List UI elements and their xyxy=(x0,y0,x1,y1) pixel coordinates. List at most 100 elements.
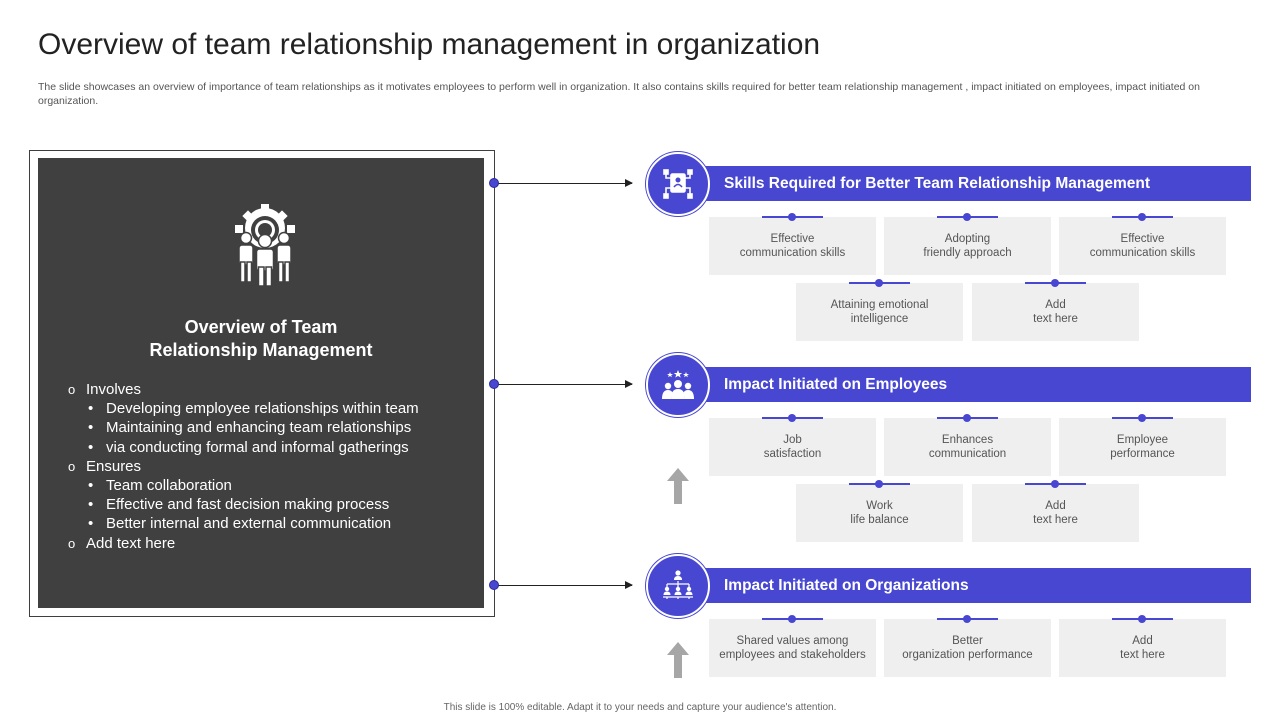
list-item-ensures: Ensures xyxy=(68,457,419,476)
employee-impact-card: Work life balance xyxy=(796,480,963,542)
list-item-add-text: Add text here xyxy=(68,534,419,553)
organization-impact-card: Better organization performance xyxy=(884,615,1051,677)
card-line: communication skills xyxy=(1089,247,1196,259)
arrow-tip-icon xyxy=(625,380,633,388)
card-text: Better organization performance xyxy=(902,634,1032,662)
employees-star-icon xyxy=(662,370,694,399)
skill-card: Adopting friendly approach xyxy=(884,213,1051,275)
card-line: employees and stakeholders xyxy=(719,649,866,661)
skill-card: Attaining emotional intelligence xyxy=(796,279,963,341)
team-gear-icon xyxy=(235,204,295,286)
section-icon-badge xyxy=(646,554,710,618)
card-line: Add xyxy=(1045,299,1066,311)
card-marker xyxy=(849,480,910,488)
card-line: Shared values among xyxy=(736,635,849,647)
employee-impact-card: Enhances communication xyxy=(884,414,1051,476)
up-arrow-icon xyxy=(667,468,689,504)
list-item-continuation: via conducting formal and informal gathe… xyxy=(68,438,419,457)
card-text: Employee performance xyxy=(1110,433,1175,461)
card-line: friendly approach xyxy=(923,247,1012,259)
employee-impact-card: Add text here xyxy=(972,480,1139,542)
card-marker xyxy=(762,213,823,221)
card-text: Effective communication skills xyxy=(1090,232,1195,260)
list-item: Effective and fast decision making proce… xyxy=(68,495,419,514)
card-line: performance xyxy=(1110,448,1175,460)
card-text: Effective communication skills xyxy=(740,232,845,260)
card-marker xyxy=(1025,480,1086,488)
overview-panel: Overview of Team Relationship Management… xyxy=(38,158,484,608)
card-line: organization performance xyxy=(902,649,1033,661)
overview-list: Involves Developing employee relationshi… xyxy=(68,380,419,553)
card-line: Effective xyxy=(770,233,815,245)
card-text: Enhances communication xyxy=(929,433,1006,461)
card-marker xyxy=(1112,414,1173,422)
card-marker xyxy=(762,615,823,623)
card-line: communication skills xyxy=(739,247,846,259)
employee-impact-card: Employee performance xyxy=(1059,414,1226,476)
connector-skills xyxy=(489,178,633,188)
section-header-skills: Skills Required for Better Team Relation… xyxy=(695,166,1251,201)
connector-dot xyxy=(489,379,499,389)
arrow-tip-icon xyxy=(625,179,633,187)
card-line: text here xyxy=(1033,313,1078,325)
card-marker xyxy=(1112,615,1173,623)
section-icon-badge xyxy=(646,353,710,417)
section-icon-badge xyxy=(646,152,710,216)
list-item: Developing employee relationships within… xyxy=(68,399,419,418)
overview-title-line1: Overview of Team xyxy=(184,317,338,337)
card-text: Job satisfaction xyxy=(764,433,822,461)
card-line: Job xyxy=(783,434,802,446)
card-text: Work life balance xyxy=(850,499,908,527)
card-text: Adopting friendly approach xyxy=(923,232,1011,260)
card-line: life balance xyxy=(850,514,909,526)
card-line: text here xyxy=(1120,649,1165,661)
card-marker xyxy=(762,414,823,422)
up-arrow-icon xyxy=(667,642,689,678)
card-marker xyxy=(937,414,998,422)
slide-title: Overview of team relationship management… xyxy=(38,28,821,61)
section-header-organizations: Impact Initiated on Organizations xyxy=(695,568,1251,603)
card-marker xyxy=(849,279,910,287)
card-text: Attaining emotional intelligence xyxy=(831,298,929,326)
skill-card: Effective communication skills xyxy=(709,213,876,275)
card-line: Add xyxy=(1045,500,1066,512)
section-header-employees: Impact Initiated on Employees xyxy=(695,367,1251,402)
card-marker xyxy=(937,213,998,221)
card-line: Effective xyxy=(1120,233,1165,245)
card-line: satisfaction xyxy=(763,448,822,460)
slide-subtitle: The slide showcases an overview of impor… xyxy=(38,81,1200,107)
skill-card: Effective communication skills xyxy=(1059,213,1226,275)
card-marker xyxy=(1112,213,1173,221)
card-line: Work xyxy=(866,500,893,512)
list-item-involves: Involves xyxy=(68,380,419,399)
connector-dot xyxy=(489,580,499,590)
organization-impact-card: Add text here xyxy=(1059,615,1226,677)
list-item-continuation-text: via conducting formal and informal gathe… xyxy=(106,438,409,456)
card-line: text here xyxy=(1033,514,1078,526)
id-card-network-icon xyxy=(663,169,693,199)
list-item: Better internal and external communicati… xyxy=(68,514,419,533)
card-text: Add text here xyxy=(1120,634,1165,662)
card-text: Add text here xyxy=(1033,499,1078,527)
card-text: Add text here xyxy=(1033,298,1078,326)
card-line: Attaining emotional xyxy=(830,299,929,311)
card-line: intelligence xyxy=(850,313,909,325)
card-marker xyxy=(1025,279,1086,287)
card-marker xyxy=(937,615,998,623)
list-item: Maintaining and enhancing team relations… xyxy=(68,418,419,437)
card-line: Employee xyxy=(1116,434,1169,446)
connector-employees xyxy=(489,379,633,389)
card-line: Adopting xyxy=(944,233,991,245)
slide-footer: This slide is 100% editable. Adapt it to… xyxy=(443,702,837,713)
overview-title-line2: Relationship Management xyxy=(149,340,373,360)
skill-card: Add text here xyxy=(972,279,1139,341)
card-text: Shared values among employees and stakeho… xyxy=(719,634,865,662)
card-line: Add xyxy=(1132,635,1153,647)
org-chart-icon xyxy=(663,570,693,599)
organization-impact-card: Shared values among employees and stakeho… xyxy=(709,615,876,677)
card-line: communication xyxy=(928,448,1007,460)
connector-dot xyxy=(489,178,499,188)
card-line: Enhances xyxy=(941,434,994,446)
employee-impact-card: Job satisfaction xyxy=(709,414,876,476)
card-line: Better xyxy=(952,635,983,647)
